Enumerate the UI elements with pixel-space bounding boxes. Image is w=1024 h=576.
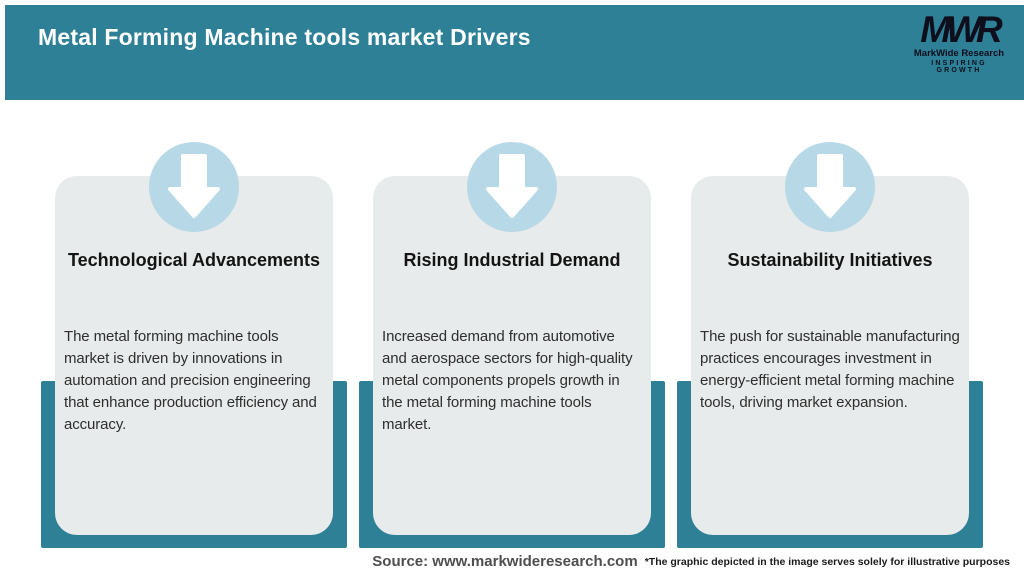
brand-logo: MWR MarkWide Research INSPIRING GROWTH: [907, 9, 1011, 75]
card-title: Rising Industrial Demand: [403, 250, 621, 270]
card-body: Increased demand from automotive and aer…: [382, 328, 633, 433]
driver-card-sustainability-initiatives: Sustainability Initiatives The push for …: [691, 176, 969, 535]
card-icon-badge: [467, 142, 557, 232]
down-arrow-icon: [486, 154, 538, 218]
footer-source: Source: www.markwideresearch.com: [372, 553, 638, 570]
card-title: Sustainability Initiatives: [727, 250, 933, 270]
brand-tagline: INSPIRING GROWTH: [931, 60, 987, 75]
page-title: Metal Forming Machine tools market Drive…: [38, 24, 531, 50]
brand-name: MarkWide Research: [913, 48, 1005, 60]
header-bar: Metal Forming Machine tools market Drive…: [5, 5, 1024, 100]
card-icon-badge: [149, 142, 239, 232]
card-icon-badge: [785, 142, 875, 232]
card-body: The push for sustainable manufacturing p…: [700, 328, 960, 411]
down-arrow-icon: [804, 154, 856, 218]
driver-card-rising-industrial-demand: Rising Industrial Demand Increased deman…: [373, 176, 651, 535]
footer-disclaimer: *The graphic depicted in the image serve…: [644, 556, 1010, 568]
card-title: Technological Advancements: [67, 250, 321, 270]
down-arrow-icon: [168, 154, 220, 218]
brand-acronym: MWR: [920, 9, 1002, 50]
card-body: The metal forming machine tools market i…: [64, 328, 317, 433]
driver-card-technological-advancements: Technological Advancements The metal for…: [55, 176, 333, 535]
